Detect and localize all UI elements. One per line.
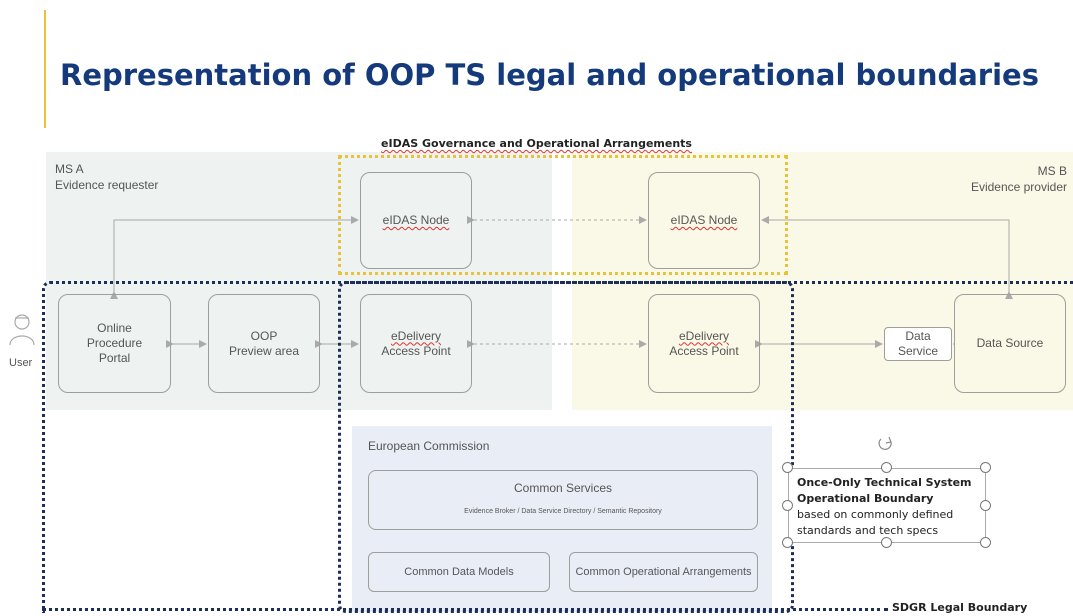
resize-handle-b[interactable] — [881, 537, 892, 548]
sdgr-boundary-bottom — [42, 608, 888, 611]
resize-handle-bl[interactable] — [782, 537, 793, 548]
resize-handle-tl[interactable] — [782, 462, 793, 473]
ms-a-role: Evidence requester — [55, 178, 159, 192]
oots-operational-boundary-box[interactable]: Once-Only Technical System Operational B… — [788, 468, 986, 543]
common-operational-arrangements: Common Operational Arrangements — [569, 552, 758, 592]
page-title: Representation of OOP TS legal and opera… — [60, 58, 1039, 92]
european-commission-region — [352, 426, 772, 612]
ms-a-name: MS A — [55, 162, 84, 176]
oots-boundary — [338, 281, 794, 613]
eidas-boundary — [338, 155, 788, 275]
eidas-governance-label: eIDAS Governance and Operational Arrange… — [381, 137, 692, 150]
european-commission-label: European Commission — [368, 439, 490, 453]
oop-preview-area: OOP Preview area — [208, 294, 320, 393]
eidas-node-a: eIDAS Node — [360, 172, 472, 269]
resize-handle-tr[interactable] — [980, 462, 991, 473]
title-accent-bar — [44, 10, 46, 128]
user-label: User — [9, 357, 33, 369]
sdgr-legal-boundary-label: SDGR Legal Boundary — [892, 601, 1028, 614]
ootsb-line4: standards and tech specs — [797, 524, 939, 537]
ootsb-line3: based on commonly defined — [797, 508, 954, 521]
common-data-models: Common Data Models — [368, 552, 550, 592]
resize-handle-br[interactable] — [980, 537, 991, 548]
ootsb-line2: Operational Boundary — [797, 492, 934, 505]
resize-handle-l[interactable] — [782, 500, 793, 511]
data-source: Data Source — [954, 294, 1066, 393]
ms-b-role: Evidence provider — [970, 180, 1067, 194]
ms-b-name: MS B — [1037, 164, 1067, 178]
eidas-node-b: eIDAS Node — [648, 172, 760, 269]
common-services: Common Services Evidence Broker / Data S… — [368, 470, 758, 530]
data-service: Data Service — [884, 327, 952, 361]
online-procedure-portal: Online Procedure Portal — [58, 294, 171, 393]
resize-handle-t[interactable] — [881, 462, 892, 473]
ootsb-line1: Once-Only Technical System — [797, 476, 972, 489]
resize-handle-r[interactable] — [980, 500, 991, 511]
